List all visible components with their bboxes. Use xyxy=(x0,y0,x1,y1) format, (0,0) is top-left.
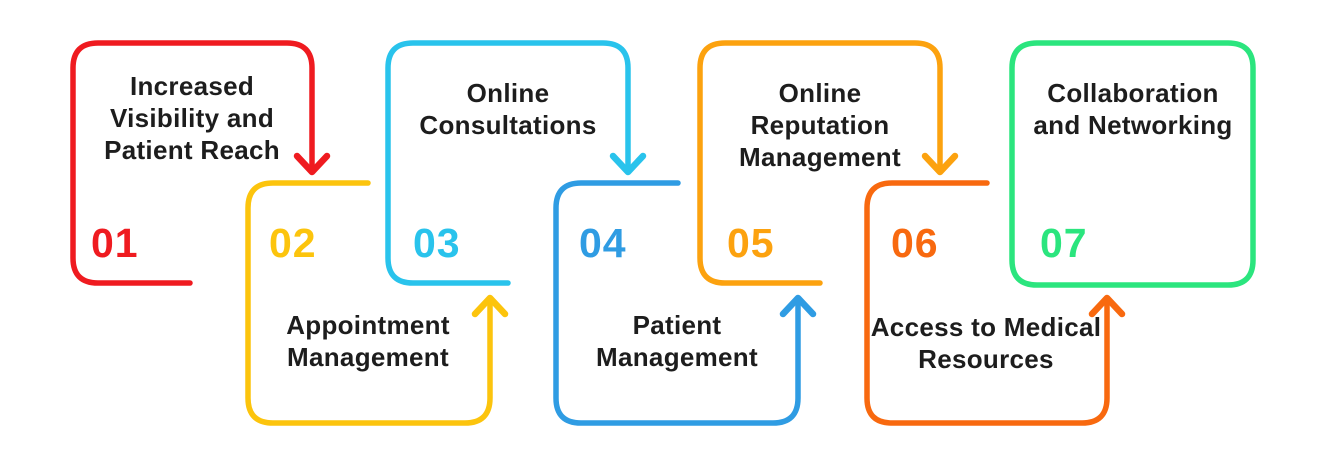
arrow-down-icon xyxy=(609,152,647,176)
step-06-label: Access to Medical Resources xyxy=(870,312,1102,374)
arrow-up-icon xyxy=(1088,294,1126,318)
step-07-outline xyxy=(1009,40,1256,288)
step-03-outline xyxy=(385,40,631,286)
step-03-number: 03 xyxy=(413,220,461,266)
step-07: 07 xyxy=(1009,40,1256,288)
step-04-outline xyxy=(553,180,801,426)
arrow-up-icon xyxy=(471,294,509,318)
step-06-outline xyxy=(864,180,1110,426)
step-06-number: 06 xyxy=(891,220,939,266)
step-02: 02 xyxy=(245,180,509,426)
step-04: 04 xyxy=(553,180,817,426)
step-05-outline xyxy=(697,40,943,286)
step-07-label: Collaboration and Networking xyxy=(1033,78,1233,140)
step-07-number: 07 xyxy=(1040,220,1088,266)
arrow-down-icon xyxy=(293,152,331,176)
step-01-number: 01 xyxy=(91,220,139,266)
step-03-label: Online Consultations xyxy=(419,78,597,140)
step-02-number: 02 xyxy=(269,220,317,266)
step-01-outline xyxy=(70,40,315,286)
step-02-label: Appointment Management xyxy=(286,310,450,372)
step-05: 05 xyxy=(697,40,959,286)
arrow-up-icon xyxy=(779,294,817,318)
step-05-label: Online Reputation Management xyxy=(739,78,901,172)
step-01: 01 xyxy=(70,40,331,286)
step-02-outline xyxy=(245,180,493,426)
arrow-down-icon xyxy=(921,152,959,176)
step-01-label: Increased Visibility and Patient Reach xyxy=(104,71,280,165)
step-06: 06 xyxy=(864,180,1126,426)
step-04-number: 04 xyxy=(579,220,627,266)
step-04-label: Patient Management xyxy=(596,310,758,372)
step-03: 03 xyxy=(385,40,647,286)
step-05-number: 05 xyxy=(727,220,775,266)
